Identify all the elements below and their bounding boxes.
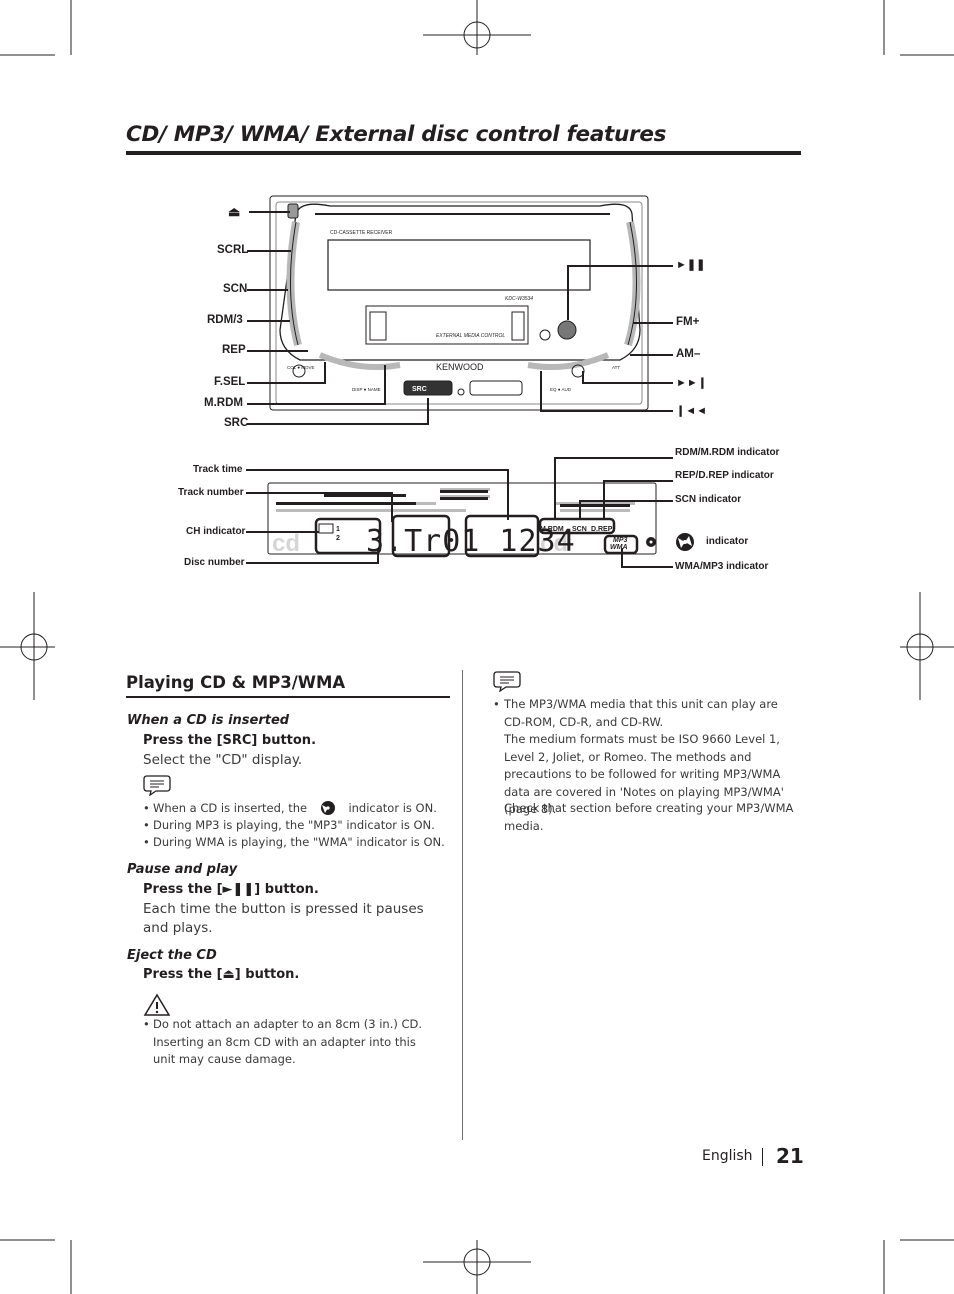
section-heading: Playing CD & MP3/WMA bbox=[126, 673, 346, 692]
caution-icon bbox=[143, 993, 171, 1016]
label-scn: SCN bbox=[223, 283, 248, 295]
desc-select-cd: Select the "CD" display. bbox=[143, 752, 303, 768]
svg-text:cd: cd bbox=[272, 530, 300, 557]
label-ch-indicator: CH indicator bbox=[186, 526, 246, 537]
note-icon bbox=[143, 775, 171, 796]
disc-indicator-inline-icon bbox=[320, 801, 335, 815]
label-rdm-indicator: RDM/M.RDM indicator bbox=[675, 447, 780, 458]
section-rule bbox=[126, 696, 450, 698]
desc-pause-play: Each time the button is pressed it pause… bbox=[143, 901, 424, 936]
prev-symbol-label: ❙◄◄ bbox=[676, 405, 707, 417]
label-disc-indicator: indicator bbox=[706, 536, 749, 547]
panel-model-text: KDC-W3534 bbox=[505, 296, 533, 302]
column-divider bbox=[462, 670, 463, 1140]
page-number: 21 bbox=[776, 1144, 804, 1168]
panel-disp-text: DISP ● NAME bbox=[352, 387, 381, 392]
subheading-eject: Eject the CD bbox=[127, 948, 217, 963]
subheading-pause-play: Pause and play bbox=[127, 862, 238, 877]
eject-symbol-label: ⏏ bbox=[228, 204, 241, 219]
panel-col-text: COL ● MOVE bbox=[287, 365, 315, 370]
step-press-play: Press the [►❚❚] button. bbox=[143, 882, 319, 897]
label-track-number: Track number bbox=[178, 487, 244, 498]
note-cd-inserted: When a CD is inserted, the indicator is … bbox=[153, 801, 437, 815]
label-scn-indicator: SCN indicator bbox=[675, 494, 742, 505]
lcd-scn: SCN bbox=[572, 526, 587, 533]
unit-figure: CD-CASSETTE RECEIVER EXTERNAL MEDIA CONT… bbox=[246, 195, 694, 568]
label-mrdm: M.RDM bbox=[204, 397, 243, 409]
lcd-ch-2: 2 bbox=[336, 535, 340, 542]
label-rep: REP bbox=[222, 344, 246, 356]
panel-ext-text: EXTERNAL MEDIA CONTROL bbox=[436, 333, 505, 339]
footer-language: English bbox=[702, 1148, 753, 1164]
step-press-src: Press the [SRC] button. bbox=[143, 733, 317, 748]
next-symbol-label: ►►❙ bbox=[676, 377, 707, 389]
right-note-media: The MP3/WMA media that this unit can pla… bbox=[504, 697, 778, 729]
svg-text:cd: cd bbox=[540, 530, 568, 557]
note-caution: Do not attach an adapter to an 8cm (3 in… bbox=[153, 1017, 423, 1066]
right-note-bullet: • bbox=[493, 697, 500, 711]
lcd-mp3: MP3 bbox=[613, 537, 628, 544]
label-am-minus: AM– bbox=[676, 348, 701, 360]
label-fsel: F.SEL bbox=[214, 376, 246, 388]
right-note-formats: The medium formats must be ISO 9660 Leve… bbox=[504, 732, 784, 816]
lcd-mrdm: M.RDM bbox=[540, 526, 564, 533]
title-rule bbox=[126, 151, 801, 155]
panel-att-text: ATT bbox=[612, 365, 620, 370]
page-title: CD/ MP3/ WMA/ External disc control feat… bbox=[126, 122, 667, 147]
label-scrl: SCRL bbox=[217, 244, 249, 256]
src-button-text: SRC bbox=[412, 386, 427, 393]
label-src: SRC bbox=[224, 417, 249, 429]
note-wma: During WMA is playing, the "WMA" indicat… bbox=[153, 835, 445, 849]
note-mp3: During MP3 is playing, the "MP3" indicat… bbox=[153, 818, 435, 832]
footer-separator bbox=[762, 1148, 763, 1166]
step-press-eject: Press the [⏏] button. bbox=[143, 967, 300, 982]
disc-indicator-icon bbox=[676, 533, 694, 551]
panel-receiver-text: CD-CASSETTE RECEIVER bbox=[330, 230, 393, 236]
label-disc-number: Disc number bbox=[184, 557, 245, 568]
lcd-disc-icon bbox=[646, 537, 656, 547]
lcd-wma: WMA bbox=[610, 544, 628, 551]
subheading-when-inserted: When a CD is inserted bbox=[127, 713, 290, 728]
note-icon-right bbox=[493, 671, 521, 692]
label-track-time: Track time bbox=[193, 464, 243, 475]
label-rep-indicator: REP/D.REP indicator bbox=[675, 470, 774, 481]
right-note-check: Check that section before creating your … bbox=[504, 801, 794, 833]
label-rdm3: RDM/3 bbox=[207, 314, 243, 326]
lcd-ch-1: 1 bbox=[336, 526, 340, 533]
panel-eq-text: EQ ● AUD bbox=[550, 387, 572, 392]
label-wma-mp3-indicator: WMA/MP3 indicator bbox=[675, 561, 769, 572]
play-pause-symbol-label: ►❚❚ bbox=[676, 259, 706, 271]
brand-logo: KENWOOD bbox=[436, 362, 484, 372]
label-fm-plus: FM+ bbox=[676, 316, 700, 328]
lcd-drep: D.REP bbox=[591, 526, 613, 533]
